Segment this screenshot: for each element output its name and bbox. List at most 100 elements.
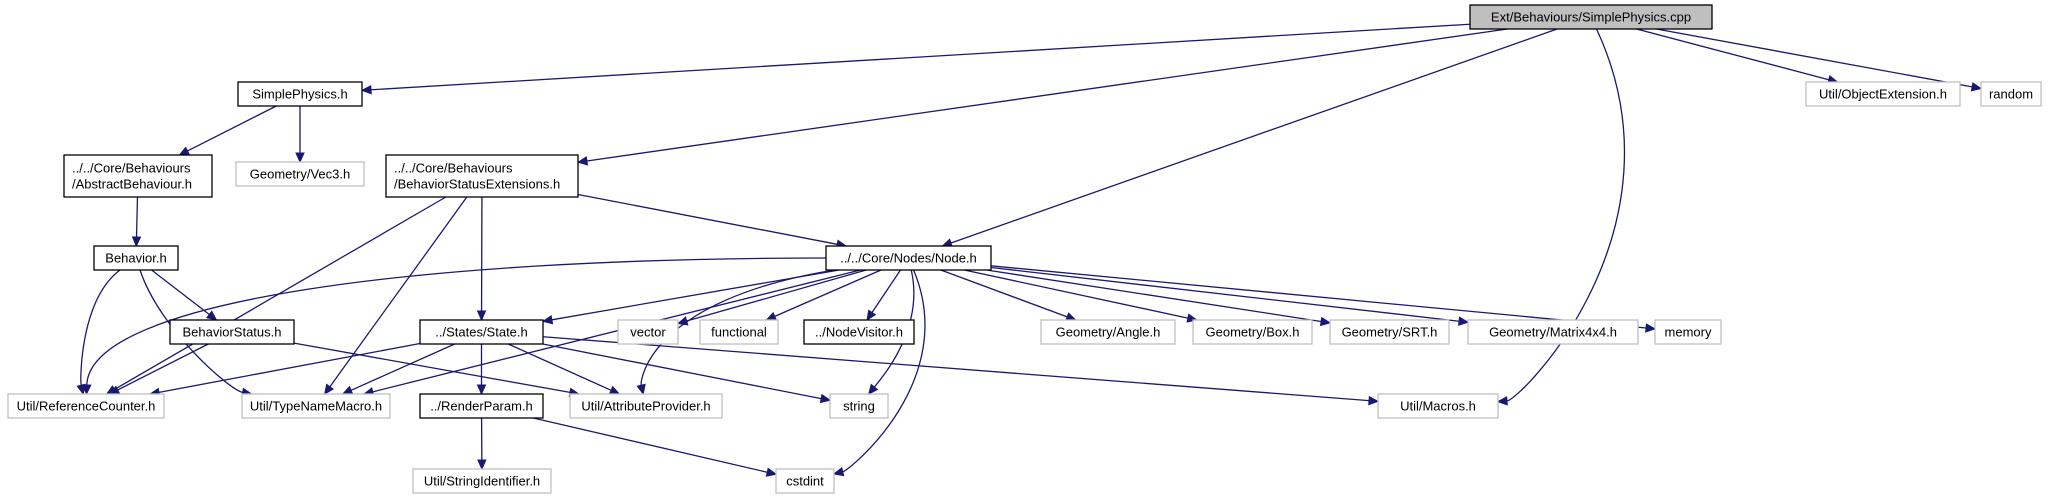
node-label: Util/TypeNameMacro.h — [250, 399, 382, 414]
node-behaviorstatus_h[interactable]: BehaviorStatus.h — [169, 319, 295, 345]
arrowhead-icon — [1645, 323, 1657, 333]
node-label: ../../Core/Behaviours — [394, 161, 513, 176]
edge-line — [940, 269, 1068, 318]
node-nodevisitor_h[interactable]: ../NodeVisitor.h — [803, 319, 915, 345]
node-label: Util/ObjectExtension.h — [1819, 87, 1947, 102]
edge-ext_simplephysics_cpp-to-random — [1656, 28, 1983, 92]
node-util_typenamemacro_h: Util/TypeNameMacro.h — [241, 393, 391, 419]
edge-line — [990, 266, 1460, 322]
edge-states_state_h-to-util_typenamemacro_h — [341, 343, 455, 395]
node-box — [1192, 319, 1313, 345]
arrowhead-icon — [476, 384, 487, 396]
node-label: Behavior.h — [105, 251, 166, 266]
node-label: vector — [630, 325, 666, 340]
node-label: /AbstractBehaviour.h — [72, 177, 192, 192]
edge-line — [533, 417, 768, 473]
node-memory: memory — [1654, 319, 1722, 345]
edge-line — [990, 265, 1647, 329]
node-box — [419, 393, 544, 419]
node-layer: Ext/Behaviours/SimplePhysics.cppSimplePh… — [7, 4, 2042, 494]
edge-line — [586, 28, 1508, 162]
node-states_state_h[interactable]: ../States/State.h — [419, 319, 544, 345]
node-core_behaviours_abstractbehaviour_h[interactable]: ../../Core/Behaviours/AbstractBehaviour.… — [63, 154, 213, 198]
node-core_behaviours_behaviorstatusextensions_h[interactable]: ../../Core/Behaviours/BehaviorStatusExte… — [385, 154, 579, 198]
edge-ext_simplephysics_cpp-to-core_behaviours_behaviorstatusextensions_h — [576, 28, 1508, 166]
edge-line — [187, 105, 277, 152]
node-label: ../RenderParam.h — [430, 399, 533, 414]
arrowhead-icon — [636, 383, 646, 396]
edge-core_nodes_node_h-to-memory — [990, 265, 1657, 333]
arrowhead-icon — [476, 310, 487, 322]
edge-core_nodes_node_h-to-geometry_srt_h — [986, 269, 1332, 327]
edge-states_state_h-to-util_macros_h — [542, 336, 1380, 406]
edge-line — [950, 28, 1558, 244]
node-util_macros_h: Util/Macros.h — [1377, 393, 1499, 419]
arrowhead-icon — [178, 146, 191, 156]
node-core_nodes_node_h[interactable]: ../../Core/Nodes/Node.h — [825, 245, 992, 271]
node-box — [419, 319, 544, 345]
node-box — [1980, 81, 2042, 107]
node-util_referencecounter_h: Util/ReferenceCounter.h — [7, 393, 165, 419]
arrowhead-icon — [676, 316, 689, 326]
edge-line — [873, 269, 915, 388]
arrowhead-icon — [323, 383, 335, 395]
edge-line — [964, 269, 1189, 319]
edge-ext_simplephysics_cpp-to-util_macros_h — [1496, 28, 1626, 406]
node-label: Util/AttributeProvider.h — [581, 399, 710, 414]
node-geometry_vec3_h: Geometry/Vec3.h — [235, 161, 365, 187]
arrowhead-icon — [341, 385, 354, 395]
node-geometry_srt_h: Geometry/SRT.h — [1329, 319, 1450, 345]
node-geometry_matrix4x4_h: Geometry/Matrix4x4.h — [1467, 319, 1639, 345]
node-label: Geometry/Matrix4x4.h — [1489, 325, 1617, 340]
edge-line — [86, 257, 827, 386]
arrowhead-icon — [832, 467, 845, 477]
node-functional: functional — [699, 319, 779, 345]
edge-line — [986, 269, 1322, 323]
node-label: functional — [711, 325, 767, 340]
node-ext_simplephysics_cpp[interactable]: Ext/Behaviours/SimplePhysics.cpp — [1469, 4, 1713, 30]
arrowhead-icon — [765, 467, 778, 477]
edge-line — [117, 343, 209, 391]
edge-core_nodes_node_h-to-nodevisitor_h — [866, 269, 902, 322]
arrowhead-icon — [576, 156, 589, 166]
edge-states_state_h-to-util_attributeprovider_h — [507, 343, 621, 395]
edge-core_behaviours_behaviorstatusextensions_h-to-core_nodes_node_h — [577, 193, 848, 249]
arrowhead-icon — [541, 315, 554, 325]
edge-line — [1636, 28, 1829, 81]
node-label: Geometry/Box.h — [1206, 325, 1300, 340]
node-box — [775, 468, 835, 494]
arrowhead-icon — [867, 383, 879, 395]
node-vector: vector — [617, 319, 679, 345]
node-box — [1467, 319, 1639, 345]
node-behavior_h[interactable]: Behavior.h — [93, 245, 179, 271]
edge-core_behaviours_behaviorstatusextensions_h-to-states_state_h — [476, 196, 487, 322]
node-box — [169, 319, 295, 345]
node-box — [63, 154, 213, 198]
node-renderparam_h[interactable]: ../RenderParam.h — [419, 393, 544, 419]
edge-core_nodes_node_h-to-string — [867, 269, 915, 395]
edge-line — [542, 343, 822, 400]
node-box — [617, 319, 679, 345]
edge-core_nodes_node_h-to-geometry_matrix4x4_h — [990, 266, 1470, 326]
arrowhead-icon — [608, 385, 621, 395]
node-label: Geometry/Angle.h — [1056, 325, 1161, 340]
node-label: random — [1989, 87, 2033, 102]
arrowhead-icon — [295, 152, 305, 164]
edge-line — [542, 336, 1370, 402]
node-label: Util/Macros.h — [1400, 399, 1476, 414]
node-label: string — [843, 399, 875, 414]
arrowhead-icon — [866, 309, 877, 322]
node-util_objectextension_h: Util/ObjectExtension.h — [1805, 81, 1961, 107]
edge-states_state_h-to-util_referencecounter_h — [148, 342, 421, 397]
node-box — [829, 393, 889, 419]
node-cstdint: cstdint — [775, 468, 835, 494]
edge-renderparam_h-to-util_stringidentifier_h — [477, 417, 487, 471]
node-simplephysics_h[interactable]: SimplePhysics.h — [237, 81, 363, 107]
arrowhead-icon — [131, 236, 142, 248]
edge-line — [158, 342, 421, 393]
node-box — [412, 468, 552, 494]
edge-renderparam_h-to-cstdint — [533, 417, 778, 477]
node-label: Ext/Behaviours/SimplePhysics.cpp — [1491, 10, 1691, 25]
edge-line — [139, 269, 243, 393]
